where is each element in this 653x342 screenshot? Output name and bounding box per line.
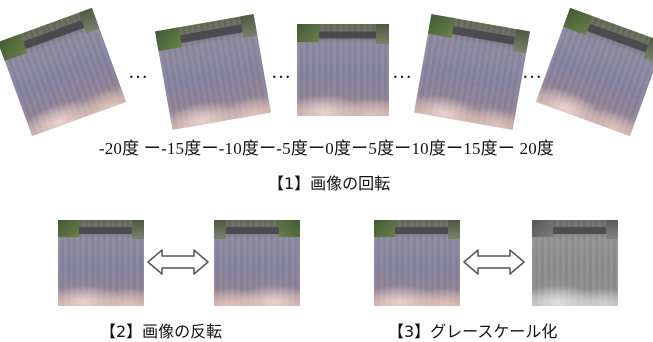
roof-image-original [58, 220, 144, 306]
rotation-angle-scale: -20度 ー-15度ー-10度ー-5度ー0度ー5度ー10度ー15度ー 20度 [98, 139, 555, 158]
roof-image-rotated-minus-10 [155, 14, 271, 130]
double-arrow-icon [463, 249, 525, 275]
double-arrow-icon [147, 249, 209, 275]
ellipsis: … [271, 61, 292, 83]
roof-image-grayscale [532, 220, 618, 306]
roof-image-rotated-minus-20 [0, 7, 127, 137]
roof-image-rotated-0 [297, 24, 389, 116]
roof-image-flipped [214, 220, 300, 306]
roof-image-rotated-plus-20 [535, 7, 653, 137]
grayscale-caption: 【3】グレースケール化 [388, 322, 558, 341]
rotation-caption: 【1】画像の回転 [268, 174, 391, 193]
ellipsis: … [128, 61, 149, 83]
roof-image-color [374, 220, 460, 306]
ellipsis: … [392, 61, 413, 83]
ellipsis: … [522, 61, 543, 83]
flip-caption: 【2】画像の反転 [100, 322, 223, 341]
roof-image-rotated-plus-10 [414, 14, 530, 130]
